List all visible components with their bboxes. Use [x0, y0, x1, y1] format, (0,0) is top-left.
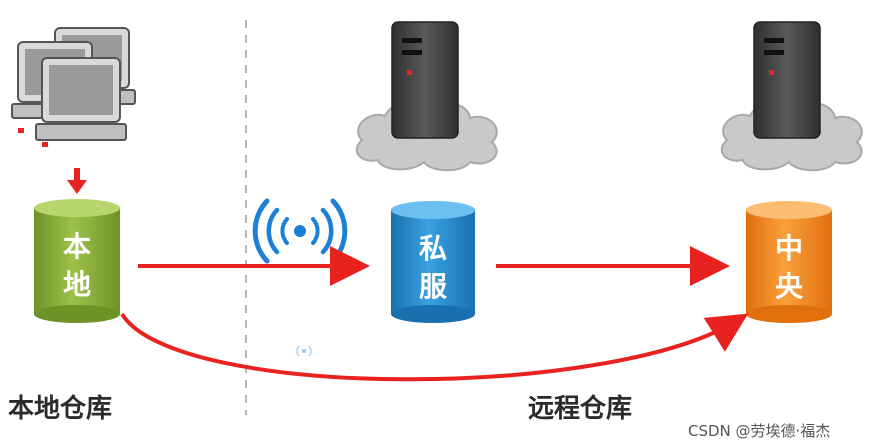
central-label-1: 中: [775, 232, 803, 265]
local-repository-caption: 本地仓库: [8, 394, 113, 424]
private-label-1: 私: [419, 232, 447, 265]
faint-signal-icon: [296, 345, 312, 357]
local-label-1: 本: [63, 230, 91, 263]
computers-icon: [11, 27, 136, 147]
arrow-local-to-central: [120, 312, 749, 382]
wifi-signal-icon: [252, 198, 348, 264]
local-label-2: 地: [63, 268, 91, 301]
private-repository-cylinder: 私 服: [391, 201, 475, 323]
watermark: CSDN @劳埃德·福杰: [688, 422, 831, 440]
download-arrow: [67, 168, 87, 194]
private-label-2: 服: [419, 270, 448, 303]
central-server-icon: [720, 21, 863, 172]
private-server-icon: [355, 21, 498, 172]
local-repository-cylinder: 本 地: [34, 199, 120, 323]
remote-repository-caption: 远程仓库: [528, 394, 633, 424]
central-repository-cylinder: 中 央: [746, 201, 832, 323]
central-label-2: 央: [775, 270, 804, 303]
